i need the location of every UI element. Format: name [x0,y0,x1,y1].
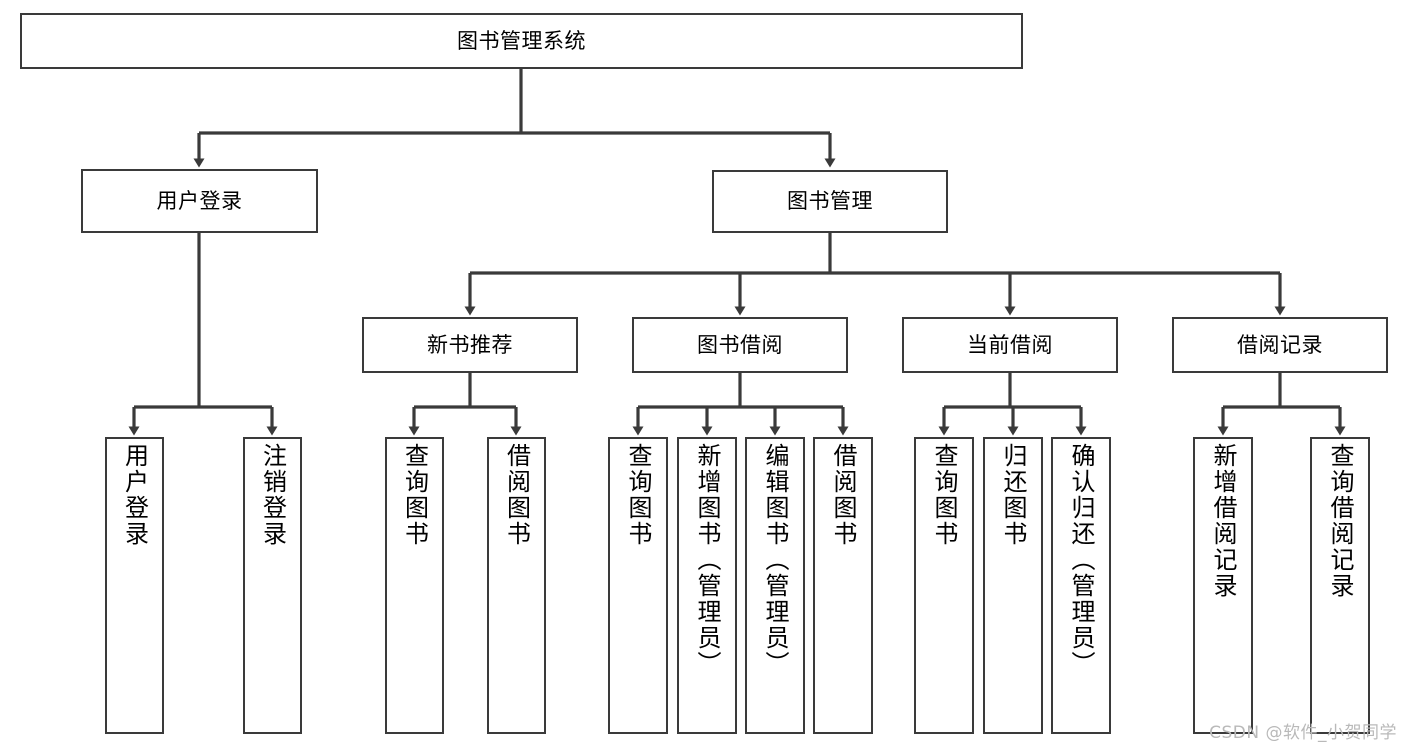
node-new-book-recommend-label: 新书推荐 [427,332,513,357]
leaf-borrow-add-book-admin[interactable]: 新增图书（管理员） [677,437,737,734]
node-current-borrow[interactable]: 当前借阅 [902,317,1118,373]
node-root-label: 图书管理系统 [457,28,586,53]
leaf-current-query-book[interactable]: 查询图书 [914,437,974,734]
leaf-current-query-book-label: 查询图书 [930,443,958,547]
leaf-borrow-edit-book-admin[interactable]: 编辑图书（管理员） [745,437,805,734]
leaf-record-query-record-label: 查询借阅记录 [1326,443,1354,599]
leaf-borrow-borrow-book-label: 借阅图书 [829,443,857,547]
leaf-record-add-record[interactable]: 新增借阅记录 [1193,437,1253,734]
leaf-user-logout[interactable]: 注销登录 [243,437,302,734]
node-user-login-module[interactable]: 用户登录 [81,169,318,233]
leaf-borrow-borrow-book[interactable]: 借阅图书 [813,437,873,734]
leaf-borrow-add-book-admin-label: 新增图书（管理员） [693,443,721,677]
leaf-current-confirm-return-admin-label: 确认归还（管理员） [1067,443,1095,677]
leaf-newbook-borrow-book-label: 借阅图书 [502,443,531,547]
node-book-borrow-label: 图书借阅 [697,332,783,357]
leaf-current-return-book-label: 归还图书 [999,443,1027,547]
leaf-newbook-query-book[interactable]: 查询图书 [385,437,444,734]
leaf-user-login[interactable]: 用户登录 [105,437,164,734]
node-borrow-record[interactable]: 借阅记录 [1172,317,1388,373]
node-book-management-module[interactable]: 图书管理 [712,170,948,233]
node-borrow-record-label: 借阅记录 [1237,332,1323,357]
node-current-borrow-label: 当前借阅 [967,332,1053,357]
watermark: CSDN @软件_小贺同学 [1209,723,1397,743]
node-user-login-module-label: 用户登录 [156,188,243,213]
leaf-current-return-book[interactable]: 归还图书 [983,437,1043,734]
node-root[interactable]: 图书管理系统 [20,13,1023,69]
leaf-borrow-query-book-label: 查询图书 [624,443,652,547]
leaf-borrow-edit-book-admin-label: 编辑图书（管理员） [761,443,789,677]
leaf-user-login-label: 用户登录 [120,443,149,547]
leaf-current-confirm-return-admin[interactable]: 确认归还（管理员） [1051,437,1111,734]
leaf-user-logout-label: 注销登录 [258,443,287,547]
leaf-record-add-record-label: 新增借阅记录 [1209,443,1237,599]
node-book-management-module-label: 图书管理 [787,189,873,214]
leaf-record-query-record[interactable]: 查询借阅记录 [1310,437,1370,734]
leaf-newbook-borrow-book[interactable]: 借阅图书 [487,437,546,734]
node-book-borrow[interactable]: 图书借阅 [632,317,848,373]
leaf-newbook-query-book-label: 查询图书 [400,443,429,547]
leaf-borrow-query-book[interactable]: 查询图书 [608,437,668,734]
node-new-book-recommend[interactable]: 新书推荐 [362,317,578,373]
